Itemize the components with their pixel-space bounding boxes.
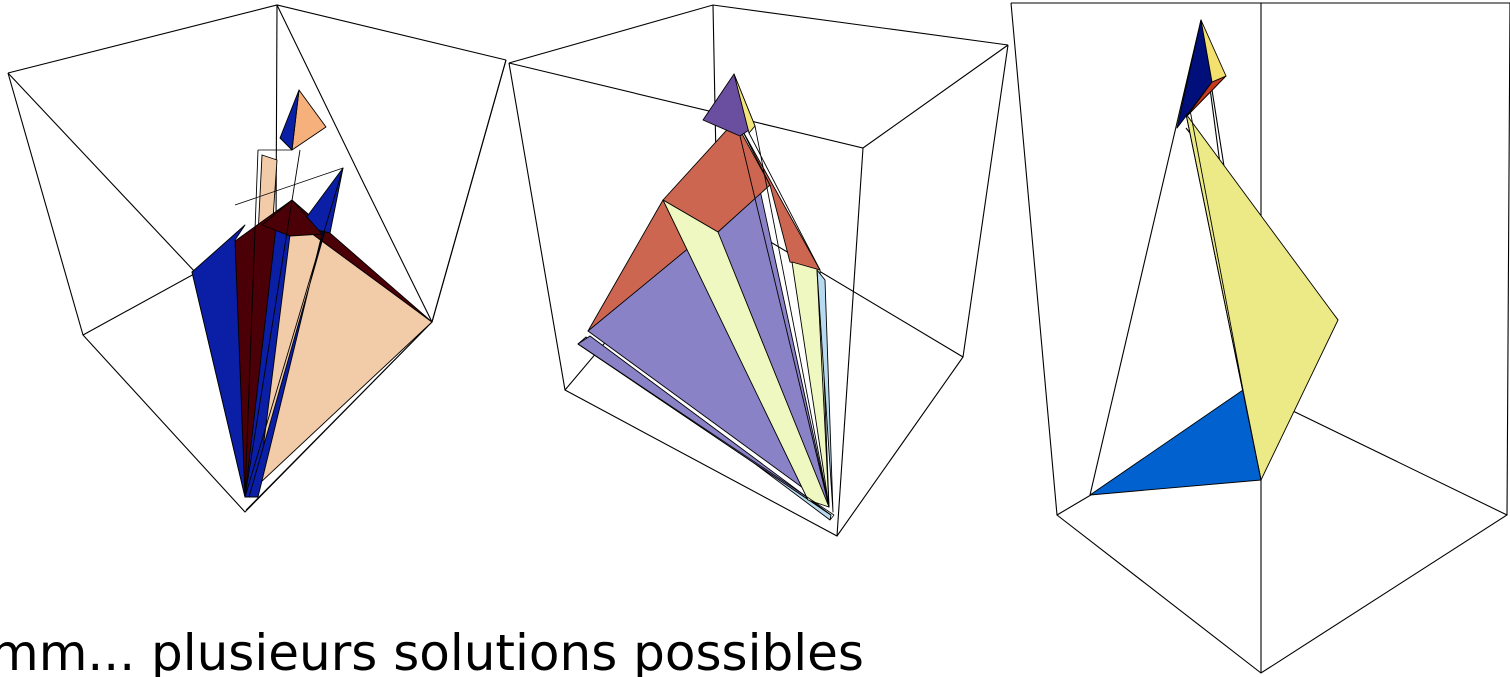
faces-2 <box>577 73 835 521</box>
polyhedron-3 <box>1010 2 1510 674</box>
caption-text: mm... plusieurs solutions possibles <box>0 624 864 677</box>
faces-3 <box>1089 19 1339 496</box>
face-yellow-apex <box>733 73 756 134</box>
faces-1 <box>191 89 433 511</box>
face-orange-right <box>739 125 821 271</box>
face-purple-base <box>577 335 832 516</box>
polyhedron-2 <box>508 4 1009 537</box>
face-blue-bottom <box>1089 389 1262 496</box>
face-blue-top-small <box>279 89 300 151</box>
face-yellow-top <box>1200 19 1227 83</box>
face-blue-left <box>191 224 246 498</box>
polyhedron-1 <box>7 4 507 513</box>
face-darkred-center <box>261 199 323 237</box>
face-lightblue-right <box>816 269 834 513</box>
